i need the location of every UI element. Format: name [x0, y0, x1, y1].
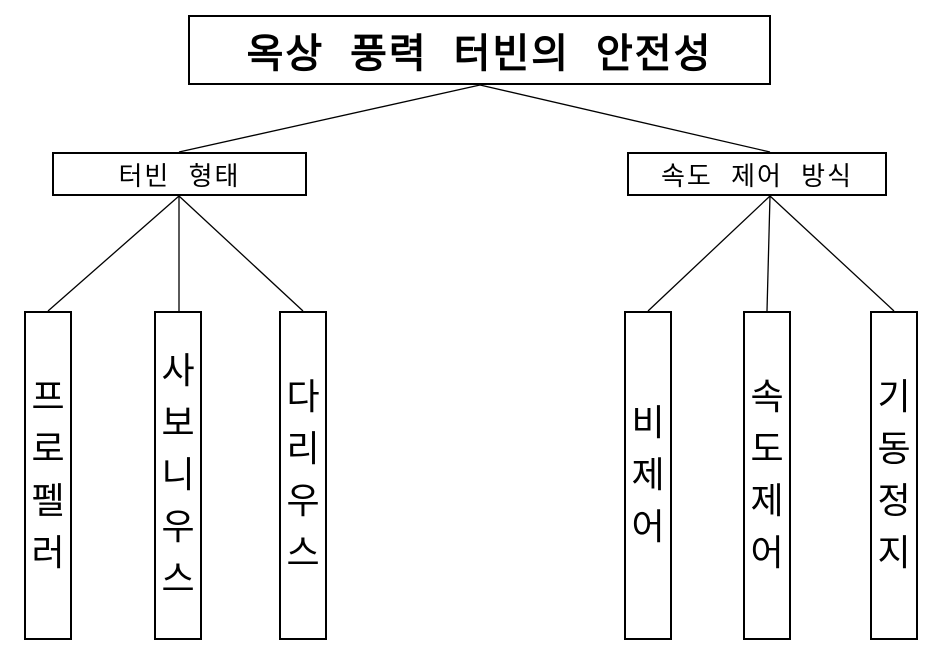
branch-node-speed-control: 속도 제어 방식 — [627, 152, 887, 196]
leaf-node-savonius: 사보니우스 — [154, 311, 202, 640]
leaf-node-label: 비제어 — [631, 402, 665, 548]
leaf-node-darrieus: 다리우스 — [279, 311, 327, 640]
leaf-node-start-stop: 기동정지 — [870, 311, 918, 640]
root-node-label: 옥상 풍력 터빈의 안전성 — [246, 31, 713, 77]
connector-turbin-to-darrieus — [178, 195, 304, 312]
leaf-node-speed-control: 속도제어 — [743, 311, 791, 640]
leaf-node-propeller: 프로펠러 — [24, 311, 72, 640]
connector-turbin-to-propeller — [47, 195, 180, 312]
leaf-node-label: 사보니우스 — [161, 350, 195, 600]
root-node: 옥상 풍력 터빈의 안전성 — [188, 15, 771, 85]
leaf-node-label: 기동정지 — [877, 376, 911, 574]
connector-root-to-turbin — [178, 84, 481, 153]
connector-speed-to-startstop — [769, 195, 895, 312]
connector-speed-to-speedcontrol — [766, 195, 771, 312]
connector-root-to-speed — [479, 84, 771, 153]
leaf-node-label: 속도제어 — [750, 376, 784, 574]
branch-node-label: 터빈 형태 — [118, 161, 241, 192]
branch-node-turbine-type: 터빈 형태 — [52, 152, 307, 196]
leaf-node-uncontrolled: 비제어 — [624, 311, 672, 640]
leaf-node-label: 다리우스 — [286, 376, 320, 574]
leaf-node-label: 프로펠러 — [31, 376, 65, 574]
branch-node-label: 속도 제어 방식 — [660, 161, 854, 192]
connector-speed-to-uncontrolled — [647, 195, 771, 312]
